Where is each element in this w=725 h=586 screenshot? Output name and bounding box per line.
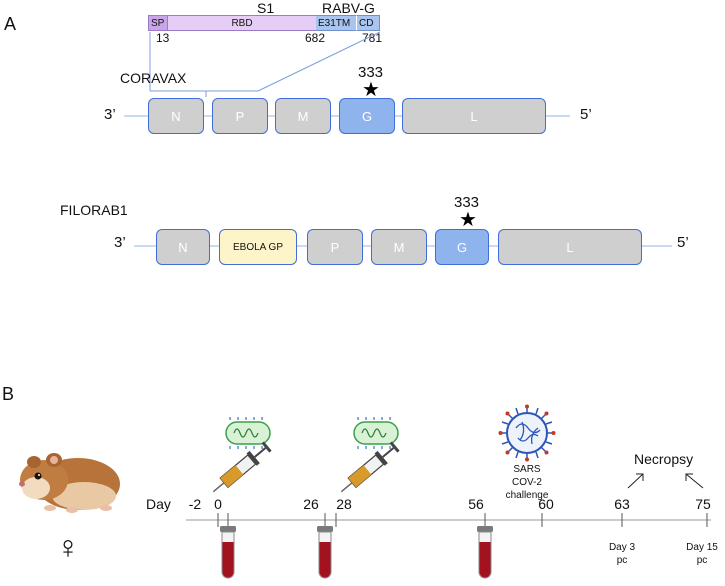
sp-label: SP	[151, 17, 165, 29]
day-tick-label: 28	[336, 496, 352, 512]
day15-pc-line2: pc	[696, 555, 708, 566]
coravax-gene-g: G	[339, 98, 395, 134]
rbd-label: RBD	[231, 17, 253, 29]
cd-label: CD	[359, 17, 374, 29]
position-781: 781	[362, 31, 383, 45]
day-tick-label: 60	[538, 496, 554, 512]
challenge-label-line1: SARS COV-2	[511, 464, 542, 488]
vaccine-syringe-icon-day0	[212, 417, 272, 493]
filorab1-gene-g: G	[435, 229, 489, 265]
day15-pc-line1: Day 15	[686, 542, 718, 553]
coravax-label: CORAVAX	[120, 70, 187, 86]
day3-pc-line2: pc	[616, 555, 628, 566]
blood-tube-icon-day-2	[220, 526, 236, 579]
rabvg-label: RABV-G	[322, 0, 375, 16]
coravax-gene-l: L	[402, 98, 546, 134]
filorab1-mutation-label: 333	[454, 194, 480, 211]
rbd-segment: RBD	[168, 15, 316, 31]
panel-a-letter: A	[4, 14, 17, 34]
necropsy-label: Necropsy	[634, 451, 694, 467]
e31tm-segment: E31TM	[316, 15, 356, 31]
filorab1-gene-ebola-gp: EBOLA GP	[219, 229, 297, 265]
coravax-gene-p: P	[212, 98, 268, 134]
filorab1-3prime: 3’	[114, 234, 126, 251]
filorab1-gene-n: N	[156, 229, 210, 265]
day-label: Day	[146, 496, 171, 512]
s1-label: S1	[257, 0, 275, 16]
gene-label: G	[456, 239, 468, 255]
gene-label: L	[470, 108, 478, 124]
sars-cov-2-virus-icon	[498, 404, 556, 462]
day3-pc-label: Day 3 pc	[599, 541, 645, 567]
day-tick-label: -2	[188, 496, 202, 512]
day15-pc-label: Day 15 pc	[679, 541, 725, 567]
position-13: 13	[156, 31, 170, 45]
coravax-gene-n: N	[148, 98, 204, 134]
challenge-label-line2: challenge	[505, 490, 549, 501]
gene-label: G	[361, 108, 373, 124]
day-tick-label: 0	[214, 496, 222, 512]
hamster-icon	[19, 453, 120, 513]
blood-tube-icon-day56	[477, 526, 493, 579]
filorab1-star-icon: ★	[459, 209, 477, 231]
gene-label: N	[171, 108, 181, 124]
gene-label: L	[566, 239, 574, 255]
panel-b-letter: B	[2, 384, 15, 404]
vaccine-syringe-icon-day28	[340, 417, 400, 493]
gene-label: P	[235, 108, 245, 124]
day-tick-label: 75	[695, 496, 711, 512]
day-tick-label: 56	[468, 496, 484, 512]
blood-tube-icon-day26	[317, 526, 333, 579]
e31tm-label: E31TM	[318, 17, 351, 29]
female-symbol-icon: ♀	[56, 529, 80, 565]
coravax-mutation-label: 333	[358, 64, 384, 81]
gene-label: M	[297, 108, 309, 124]
coravax-3prime: 3’	[104, 106, 116, 123]
cd-segment: CD	[356, 15, 380, 31]
filorab1-5prime: 5’	[677, 234, 689, 251]
position-682: 682	[305, 31, 326, 45]
gene-label: N	[178, 239, 188, 255]
gene-label: EBOLA GP	[232, 241, 284, 253]
filorab1-gene-m: M	[371, 229, 427, 265]
coravax-5prime: 5’	[580, 106, 592, 123]
coravax-gene-m: M	[275, 98, 331, 134]
filorab1-label: FILORAB1	[60, 202, 128, 218]
day3-pc-line1: Day 3	[608, 542, 636, 553]
day-tick-label: 26	[303, 496, 319, 512]
timeline	[186, 473, 711, 527]
day-tick-label: 63	[614, 496, 630, 512]
gene-label: P	[330, 239, 340, 255]
filorab1-gene-l: L	[498, 229, 642, 265]
coravax-star-icon: ★	[362, 79, 380, 101]
filorab1-gene-p: P	[307, 229, 363, 265]
gene-label: M	[393, 239, 405, 255]
challenge-label: SARS COV-2 challenge	[504, 463, 550, 502]
sp-segment: SP	[148, 15, 168, 31]
